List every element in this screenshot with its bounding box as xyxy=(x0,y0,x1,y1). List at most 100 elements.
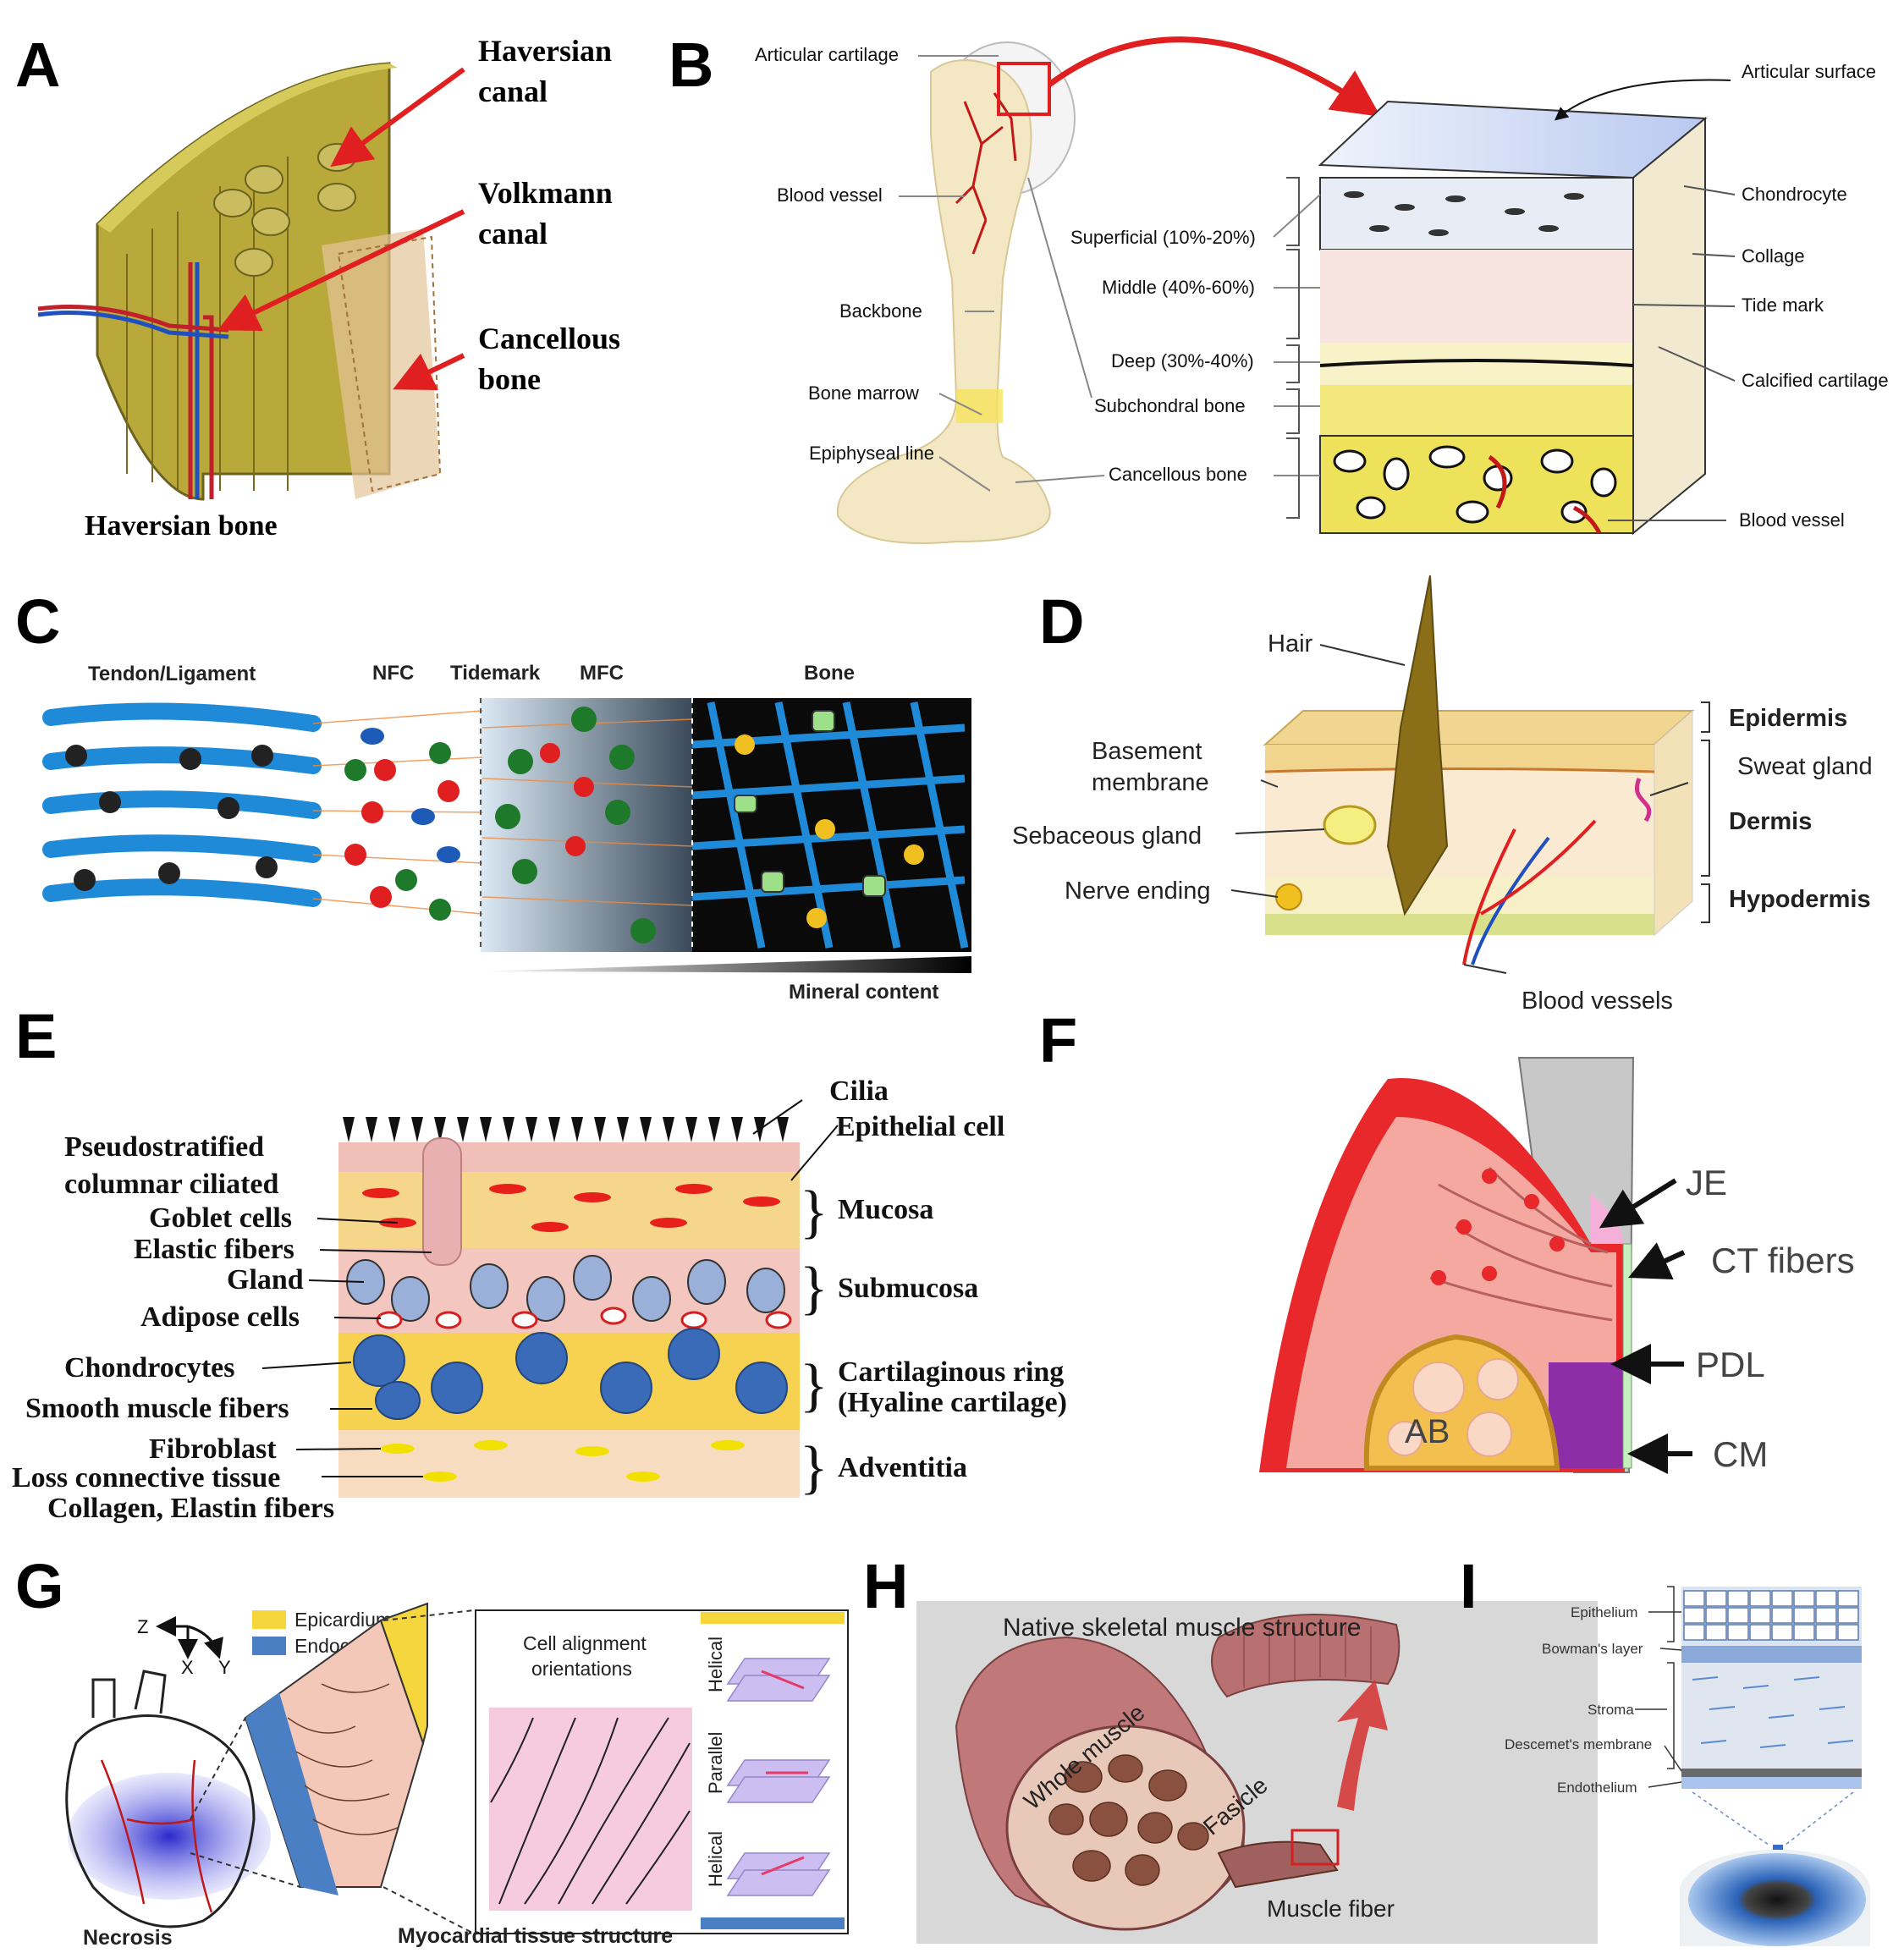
muscle-fiber-zoom-box xyxy=(1290,1829,1340,1866)
myocardial-block xyxy=(244,1602,428,1895)
label-blood-vessel-left: Blood vessel xyxy=(777,184,883,206)
label-cancellous-bone-zone: Cancellous bone xyxy=(1109,464,1247,485)
panel-e: E xyxy=(12,1001,1067,1524)
label-endothelium: Endothelium xyxy=(1557,1780,1637,1796)
label-adventitia: Adventitia xyxy=(838,1452,967,1483)
label-volkmann: Volkmann xyxy=(478,176,613,210)
box-title-2: orientations xyxy=(531,1658,632,1680)
label-fibroblast: Fibroblast xyxy=(149,1433,277,1465)
label-smooth-muscle-fibers: Smooth muscle fibers xyxy=(25,1393,289,1424)
label-pseudostratified: Pseudostratified xyxy=(64,1131,264,1163)
trachea-layers-illustration xyxy=(338,1117,800,1498)
panel-letter: F xyxy=(1039,1005,1077,1076)
label-superficial-zone: Superficial (10%-20%) xyxy=(1070,227,1256,248)
mineral-gradient xyxy=(481,956,971,973)
arrow-volkmann xyxy=(217,209,465,331)
label-chondrocytes: Chondrocytes xyxy=(64,1352,235,1384)
orientation-helical-bottom: Helical xyxy=(705,1831,726,1887)
panel-letter: B xyxy=(669,30,713,100)
label-cancellous: Cancellous xyxy=(478,322,620,355)
label-ct-fibers: CT fibers xyxy=(1711,1241,1855,1280)
label-pdl: PDL xyxy=(1696,1345,1765,1384)
label-tide-mark: Tide mark xyxy=(1742,294,1824,316)
panel-letter: H xyxy=(863,1551,908,1621)
panel-letter: A xyxy=(15,30,60,100)
label-sweat-gland: Sweat gland xyxy=(1737,753,1873,780)
periodontium-illustration xyxy=(1259,1057,1635,1473)
caption-myocardial-structure: Myocardial tissue structure xyxy=(398,1924,673,1948)
label-goblet-cells: Goblet cells xyxy=(149,1202,292,1234)
label-cilia: Cilia xyxy=(829,1076,889,1107)
heart-illustration xyxy=(65,1670,271,1928)
panel-letter: G xyxy=(15,1551,64,1621)
arrow-je xyxy=(1599,1178,1677,1229)
arrow-cancellous xyxy=(393,353,465,391)
panel-c: C Tendon/Ligament xyxy=(15,586,971,1004)
brace-cartilage: } xyxy=(800,1353,828,1418)
skin-block-illustration xyxy=(1263,575,1695,965)
label-nerve-ending: Nerve ending xyxy=(1065,877,1211,905)
label-deep-zone: Deep (30%-40%) xyxy=(1111,350,1254,371)
panel-d: D Hair Basement membrane Sebaceo xyxy=(1012,575,1873,1015)
caption-necrosis: Necrosis xyxy=(83,1926,173,1950)
label-dermis: Dermis xyxy=(1729,808,1812,835)
femur-illustration xyxy=(836,36,1381,544)
label-stroma: Stroma xyxy=(1588,1702,1634,1718)
brace-submucosa: } xyxy=(800,1256,828,1321)
label-epiphyseal-line: Epiphyseal line xyxy=(809,443,934,464)
label-bone-marrow: Bone marrow xyxy=(808,382,919,404)
muscle-title: Native skeletal muscle structure xyxy=(1003,1614,1362,1642)
label-haversian: Haversian xyxy=(478,34,612,68)
panel-a: A Haversian bone Haversian canal Volkman… xyxy=(15,30,620,542)
header-nfc: NFC xyxy=(372,662,414,685)
cornea-layers-illustration xyxy=(1680,1587,1870,1946)
label-loss-connective-tissue: Loss connective tissue xyxy=(12,1462,280,1494)
header-bone: Bone xyxy=(804,662,855,685)
haversian-bone-caption: Haversian bone xyxy=(85,510,278,542)
axis-x: X xyxy=(181,1657,194,1678)
zoom-box xyxy=(997,62,1051,116)
arrow-ct-fibers xyxy=(1628,1242,1686,1279)
legend-epicardium-swatch xyxy=(252,1610,286,1629)
label-middle-zone: Middle (40%-60%) xyxy=(1102,277,1255,298)
bone-lattice xyxy=(691,701,969,949)
label-cancellous-bone: bone xyxy=(478,362,541,396)
label-je: JE xyxy=(1686,1163,1727,1202)
label-hyaline-cartilage: (Hyaline cartilage) xyxy=(838,1387,1067,1418)
zoom-arrow xyxy=(1047,36,1381,117)
header-tendon-ligament: Tendon/Ligament xyxy=(88,663,256,685)
label-hypodermis: Hypodermis xyxy=(1729,886,1871,913)
label-submucosa: Submucosa xyxy=(838,1273,978,1304)
panel-i: I Epith xyxy=(1460,1551,1870,1946)
label-elastic-fibers: Elastic fibers xyxy=(134,1234,294,1265)
label-collagen-elastin-fibers: Collagen, Elastin fibers xyxy=(47,1493,334,1524)
label-epithelium: Epithelium xyxy=(1571,1604,1637,1620)
orientation-helical-top: Helical xyxy=(705,1637,726,1692)
label-ab: AB xyxy=(1405,1413,1450,1450)
label-columnar-ciliated: columnar ciliated xyxy=(64,1169,278,1200)
cartilage-block-illustration xyxy=(1318,100,1708,536)
brace-adventitia: } xyxy=(800,1435,828,1500)
arrow-haversian xyxy=(330,67,465,168)
muscle-illustration xyxy=(955,1614,1400,1931)
label-epidermis: Epidermis xyxy=(1729,705,1847,732)
label-subchondral-bone: Subchondral bone xyxy=(1094,395,1246,416)
panel-letter: I xyxy=(1460,1551,1478,1621)
header-tidemark: Tidemark xyxy=(450,662,541,685)
orientation-parallel: Parallel xyxy=(705,1732,726,1794)
label-chondrocyte: Chondrocyte xyxy=(1742,184,1847,205)
brace-mucosa: } xyxy=(800,1180,828,1245)
header-mfc: MFC xyxy=(580,662,624,685)
panel-letter: C xyxy=(15,586,60,657)
label-cm: CM xyxy=(1713,1434,1768,1474)
label-descemets-membrane: Descemet's membrane xyxy=(1505,1736,1652,1752)
axis-z: Z xyxy=(137,1616,148,1637)
label-calcified-cartilage: Calcified cartilage xyxy=(1742,370,1889,391)
label-mucosa: Mucosa xyxy=(838,1194,933,1225)
mineral-content-label: Mineral content xyxy=(789,981,938,1004)
label-adipose-cells: Adipose cells xyxy=(140,1301,300,1333)
label-articular-cartilage: Articular cartilage xyxy=(755,44,899,65)
label-collage: Collage xyxy=(1742,245,1805,267)
zoom-arrow-muscle xyxy=(1337,1680,1388,1811)
label-blood-vessels: Blood vessels xyxy=(1522,988,1673,1015)
